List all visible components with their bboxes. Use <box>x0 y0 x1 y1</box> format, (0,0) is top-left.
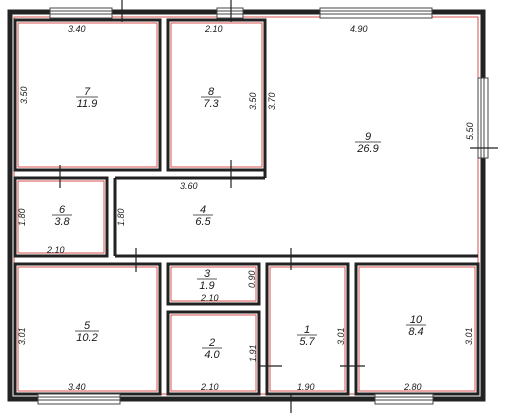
room-1-area: 5.7 <box>299 336 315 348</box>
dim-room1-height: 3.01 <box>336 327 346 345</box>
room-6-number: 6 <box>59 204 66 216</box>
room-3-number: 3 <box>204 268 211 280</box>
window-bottom-left <box>37 393 121 405</box>
dim-room4-height: 1.80 <box>116 208 126 226</box>
dim-room9-left-height: 3.70 <box>267 92 277 110</box>
room-5-number: 5 <box>84 320 91 332</box>
window-top-left <box>49 7 113 19</box>
dim-room9-right-height: 5.50 <box>465 122 475 140</box>
room-4-number: 4 <box>200 204 206 216</box>
dim-top-room8: 2.10 <box>204 24 223 34</box>
room-3-area: 1.9 <box>199 280 214 292</box>
door-markers <box>48 0 498 413</box>
window-right <box>477 77 489 159</box>
room-8-number: 8 <box>208 86 215 98</box>
dim-room6-height: 1.80 <box>17 208 27 226</box>
window-top-middle <box>216 7 244 19</box>
room-7-number: 7 <box>84 86 91 98</box>
dim-bottom-room5: 3.40 <box>68 382 86 392</box>
dim-room3-height: 0.90 <box>247 270 257 288</box>
window-bottom-right <box>374 393 434 405</box>
room-labels: 7 11.9 8 7.3 9 26.9 6 3.8 4 6.5 3 1.9 5 … <box>52 86 426 361</box>
room-outlines <box>17 22 476 392</box>
room-9-number: 9 <box>365 131 371 143</box>
dim-room3-width: 2.10 <box>200 293 219 303</box>
dim-bottom-room2: 2.10 <box>200 382 219 392</box>
room-6-area: 3.8 <box>54 216 70 228</box>
room-5-area: 10.2 <box>76 332 97 344</box>
room-1-number: 1 <box>304 324 310 336</box>
windows <box>37 7 489 405</box>
dim-room10-height: 3.01 <box>464 327 474 345</box>
dim-room8-height: 3.50 <box>248 92 258 110</box>
room-8-area: 7.3 <box>203 98 219 110</box>
room-7-area: 11.9 <box>77 98 98 110</box>
dim-room2-height: 1.91 <box>248 344 258 362</box>
room-9-area: 26.9 <box>356 143 378 155</box>
window-top-right <box>319 7 433 19</box>
dim-bottom-room10: 2.80 <box>403 382 422 392</box>
room-10-area: 8.4 <box>408 326 423 338</box>
dim-room6-width: 2.10 <box>46 245 65 255</box>
room-2-number: 2 <box>208 337 215 349</box>
dim-top-room9: 4.90 <box>350 24 368 34</box>
room-2-area: 4.0 <box>204 349 220 361</box>
room-10-number: 10 <box>410 314 423 326</box>
dim-bottom-room1: 1.90 <box>297 382 315 392</box>
dim-top-room7: 3.40 <box>68 24 86 34</box>
dimension-labels: 3.40 2.10 4.90 3.50 3.50 3.70 5.50 1.80 … <box>17 24 475 392</box>
room-4-area: 6.5 <box>195 216 211 228</box>
dim-room4-width: 3.60 <box>180 181 198 191</box>
dim-room5-height: 3.01 <box>17 327 27 345</box>
dim-room7-height: 3.50 <box>19 86 29 104</box>
